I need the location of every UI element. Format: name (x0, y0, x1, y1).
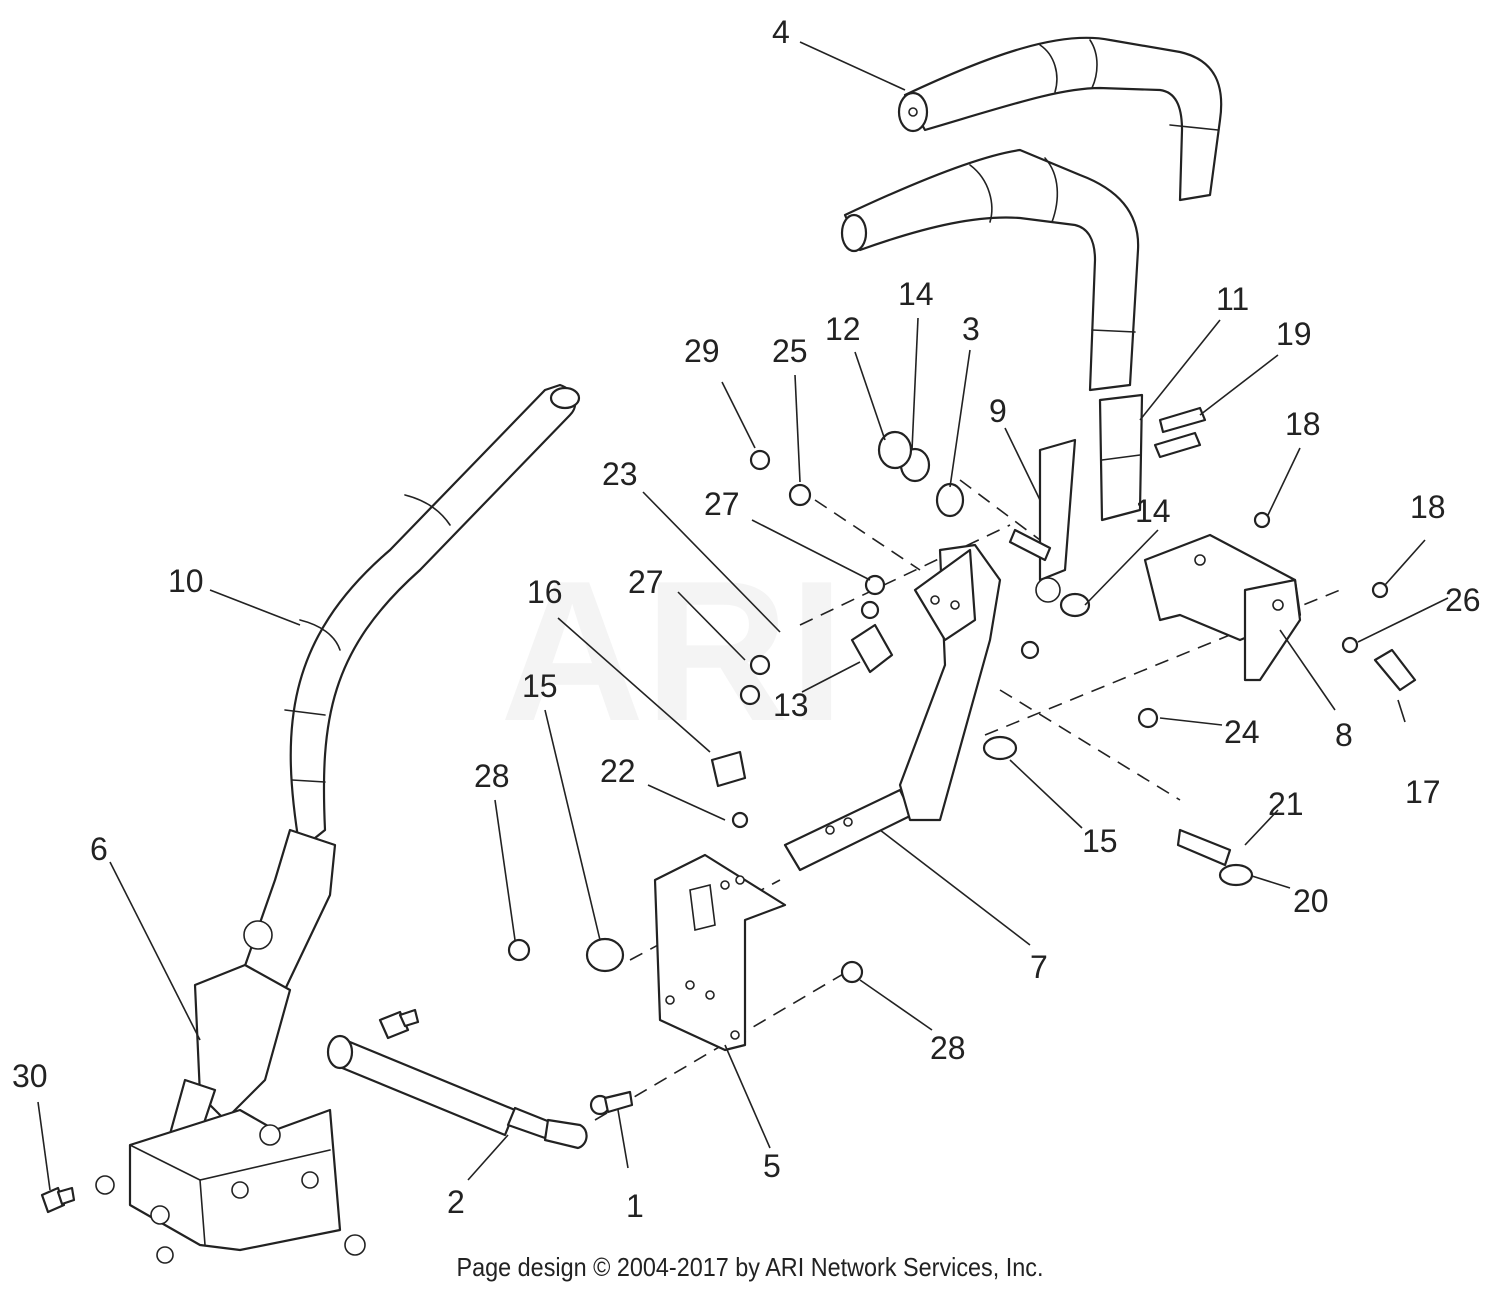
callout-19: 19 (1276, 316, 1312, 352)
copyright-footer: Page design © 2004-2017 by ARI Network S… (456, 1252, 1044, 1282)
part-5-mounting-plate (653, 853, 787, 1052)
callout-12: 12 (825, 311, 861, 347)
callout-30: 30 (12, 1058, 48, 1094)
callout-20: 20 (1293, 883, 1329, 919)
callout-18-b: 18 (1410, 489, 1446, 525)
watermark: ARI (500, 540, 844, 763)
callout-16: 16 (527, 574, 563, 610)
part-4-upper-handle (897, 36, 1223, 202)
part-bolts (710, 406, 1417, 887)
callout-6: 6 (90, 831, 108, 867)
callout-23: 23 (602, 456, 638, 492)
callout-22: 22 (600, 753, 636, 789)
callout-14-b: 14 (1135, 493, 1171, 529)
part-hardware (507, 430, 1389, 984)
callout-26: 26 (1445, 582, 1481, 618)
part-8-bracket (1143, 533, 1302, 682)
callout-4: 4 (772, 14, 790, 50)
callout-11: 11 (1216, 281, 1249, 317)
part-7-pivot-shaft (783, 543, 1002, 872)
callout-27-b: 27 (628, 564, 664, 600)
leader-lines (37, 41, 1449, 1191)
callout-15-a: 15 (522, 668, 558, 704)
callout-17: 17 (1405, 774, 1441, 810)
callout-5: 5 (763, 1148, 781, 1184)
callout-14-a: 14 (898, 276, 934, 312)
callout-7: 7 (1030, 949, 1048, 985)
callout-24: 24 (1224, 714, 1260, 750)
callout-15-b: 15 (1082, 823, 1118, 859)
part-handle-right (840, 148, 1144, 522)
callout-10: 10 (168, 563, 204, 599)
callouts: 1 2 3 4 5 6 7 8 9 10 11 12 13 14 14 15 1… (12, 14, 1481, 1224)
callout-18-a: 18 (1285, 406, 1321, 442)
callout-1: 1 (626, 1188, 644, 1224)
callout-3: 3 (962, 311, 980, 347)
callout-2: 2 (447, 1184, 465, 1220)
part-10-left-handle (284, 383, 581, 852)
part-2-gas-spring (326, 1034, 588, 1150)
part-small-bolts (40, 1008, 634, 1214)
callout-25: 25 (772, 333, 808, 369)
part-9-arm (1008, 438, 1077, 603)
callout-28-b: 28 (930, 1030, 966, 1066)
callout-13: 13 (773, 687, 809, 723)
callout-27-a: 27 (704, 486, 740, 522)
callout-9: 9 (989, 393, 1007, 429)
callout-8: 8 (1335, 717, 1353, 753)
callout-21: 21 (1268, 786, 1304, 822)
callout-28-a: 28 (474, 758, 510, 794)
callout-29: 29 (684, 333, 720, 369)
part-6-pivot-assembly (95, 828, 366, 1264)
